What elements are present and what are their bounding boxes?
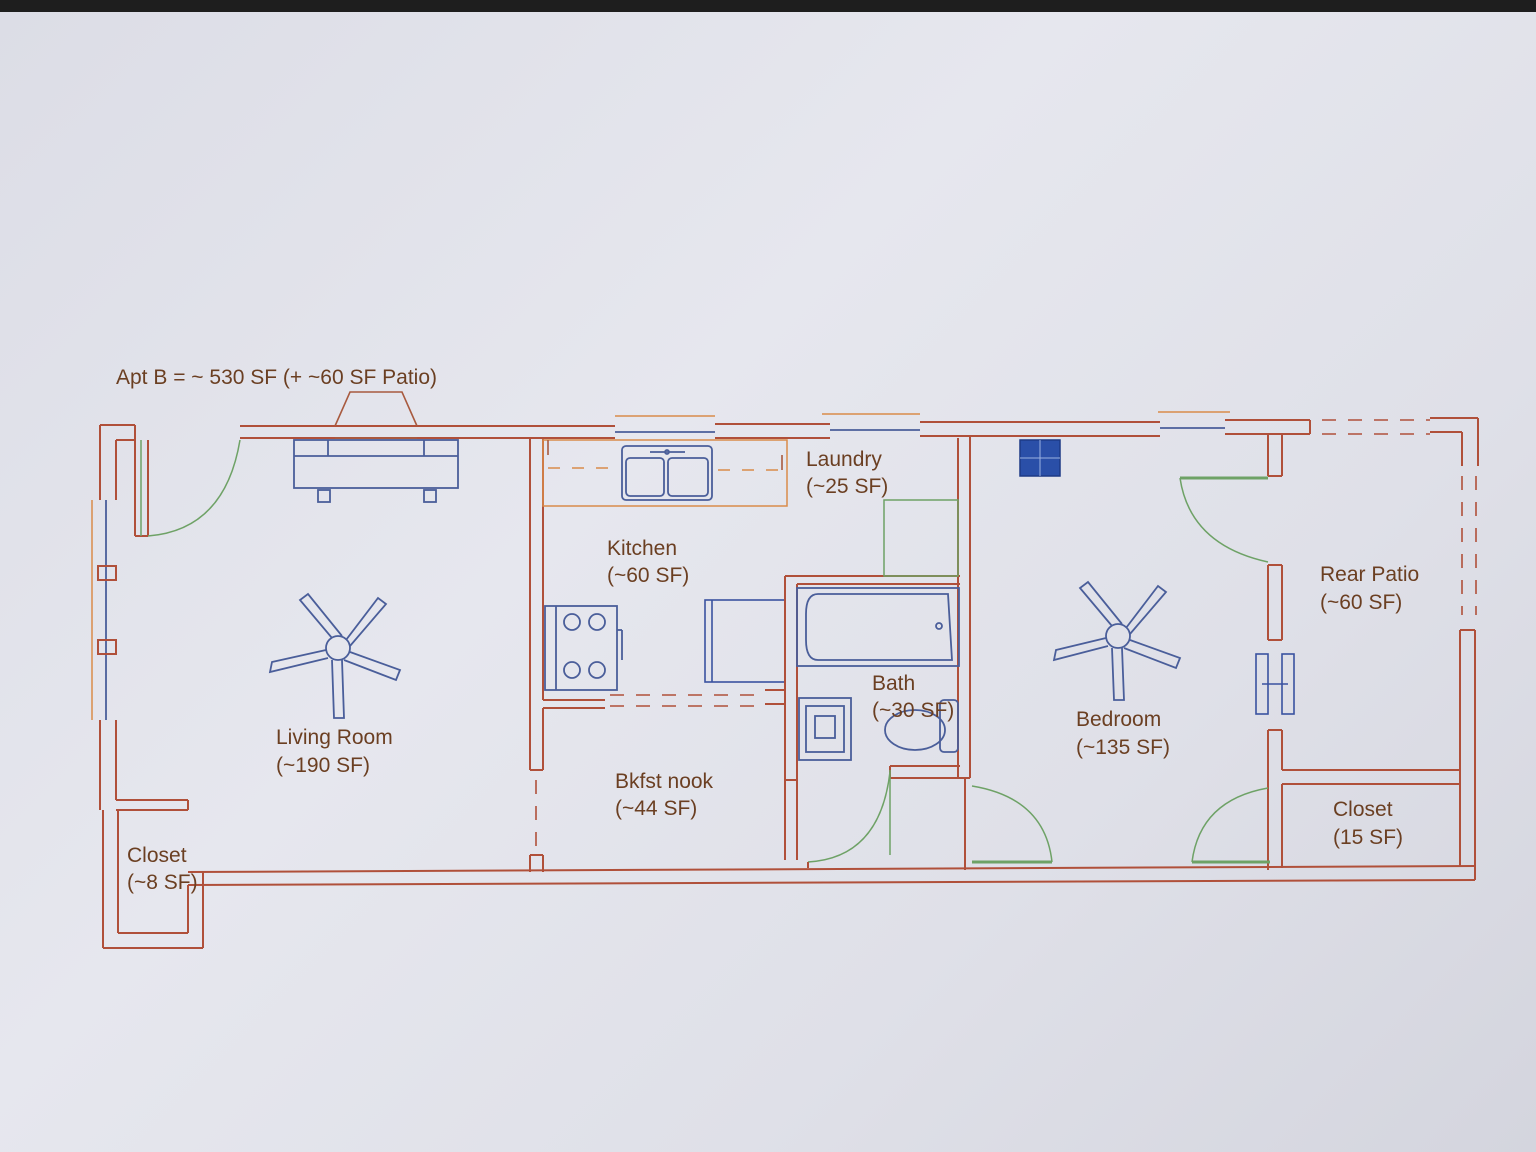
svg-text:Bkfst nook: Bkfst nook: [615, 770, 714, 793]
svg-text:(~60 SF): (~60 SF): [607, 564, 689, 587]
svg-text:(~60 SF): (~60 SF): [1320, 591, 1402, 614]
svg-text:Closet: Closet: [127, 844, 187, 867]
svg-text:(~135 SF): (~135 SF): [1076, 736, 1170, 759]
svg-text:(~8 SF): (~8 SF): [127, 871, 198, 894]
kitchen-counter: [542, 439, 788, 507]
ceiling-fan-icon: [1052, 580, 1182, 701]
closet-door: [1191, 787, 1270, 864]
rear-patio-outline: [1322, 417, 1479, 615]
interior-wall-living-kitchen: [529, 438, 544, 872]
laundry-appliance: [883, 499, 959, 577]
kitchen-nook-divider: [543, 689, 785, 709]
sink-icon: [621, 445, 713, 501]
room-label-kitchen: Kitchen (~60 SF): [607, 537, 689, 587]
svg-text:(~44 SF): (~44 SF): [615, 797, 697, 820]
svg-text:Living Room: Living Room: [276, 726, 393, 749]
fireplace-icon: [293, 391, 459, 503]
patio-door: [1179, 476, 1269, 563]
exterior-bottom-wall: [187, 629, 1476, 886]
svg-text:Bedroom: Bedroom: [1076, 708, 1161, 731]
vanity-sink: [798, 697, 852, 761]
room-label-laundry: Laundry (~25 SF): [806, 448, 888, 498]
svg-text:Laundry: Laundry: [806, 448, 882, 471]
svg-text:(15 SF): (15 SF): [1333, 826, 1403, 849]
bedroom-patio-wall: [1255, 475, 1460, 870]
ceiling-fan-icon: [268, 592, 402, 719]
exterior-left-wall: [91, 424, 204, 949]
paper-sheet: [0, 12, 1536, 1152]
electrical-panel-icon: [1019, 439, 1061, 477]
plan-title: Apt B = ~ 530 SF (+ ~60 SF Patio): [116, 366, 437, 389]
room-label-closet-small: Closet (~8 SF): [127, 844, 198, 894]
bath-door: [807, 770, 891, 868]
toilet-icon: [884, 699, 959, 753]
svg-text:Bath: Bath: [872, 672, 915, 695]
bedroom-door: [964, 778, 1053, 870]
room-label-bkfst-nook: Bkfst nook (~44 SF): [615, 770, 714, 820]
svg-text:(~30 SF): (~30 SF): [872, 699, 954, 722]
refrigerator: [704, 599, 786, 683]
svg-text:Kitchen: Kitchen: [607, 537, 677, 560]
exterior-top-wall: [240, 411, 1311, 476]
room-label-bedroom: Bedroom (~135 SF): [1076, 708, 1170, 759]
svg-text:Rear Patio: Rear Patio: [1320, 563, 1419, 586]
svg-text:Closet: Closet: [1333, 798, 1393, 821]
svg-text:(~190 SF): (~190 SF): [276, 754, 370, 777]
room-label-closet-bedroom: Closet (15 SF): [1333, 798, 1403, 849]
svg-text:(~25 SF): (~25 SF): [806, 475, 888, 498]
room-label-bath: Bath (~30 SF): [872, 672, 954, 722]
bathtub-icon: [796, 587, 960, 667]
room-label-living-room: Living Room (~190 SF): [276, 726, 393, 777]
entry-door: [134, 439, 241, 537]
stove-icon: [544, 605, 623, 691]
room-label-rear-patio: Rear Patio (~60 SF): [1320, 563, 1419, 614]
